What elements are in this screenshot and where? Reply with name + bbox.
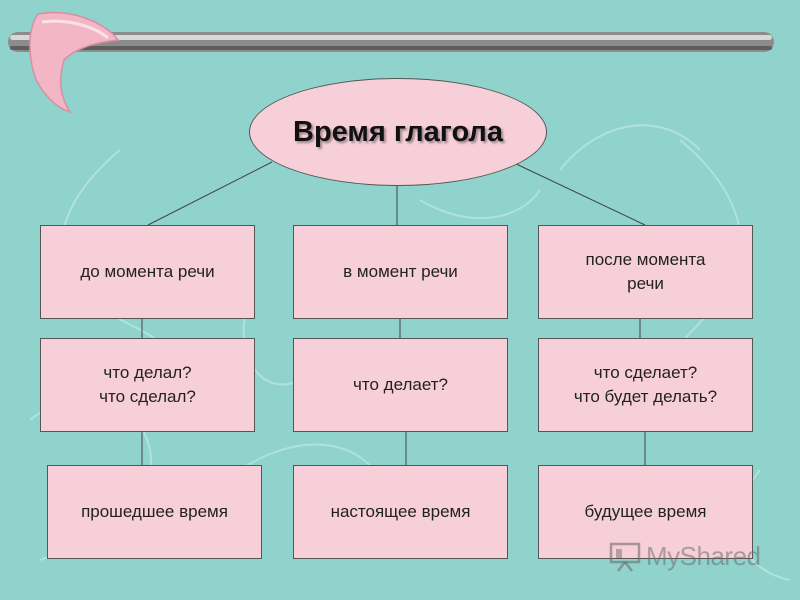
watermark-text: MyShared [646,540,761,571]
moment-box-before: до момента речи [40,225,255,319]
presentation-board-icon [609,542,641,572]
tense-box-past: прошедшее время [47,465,262,559]
boomerang-icon [29,11,120,114]
top-rail [8,32,774,52]
moment-box-during: в момент речи [293,225,508,319]
tense-box-present: настоящее время [293,465,508,559]
watermark: MyShared [608,538,761,574]
tense-box-future: будущее время [538,465,753,559]
question-box-present: что делает? [293,338,508,432]
connector-lines [141,161,646,465]
root-title: Время глагола [293,115,503,148]
root-node: Время глагола [249,78,547,186]
question-box-future: что сделает? что будет делать? [538,338,753,432]
moment-box-after: после момента речи [538,225,753,319]
question-box-past: что делал? что сделал? [40,338,255,432]
